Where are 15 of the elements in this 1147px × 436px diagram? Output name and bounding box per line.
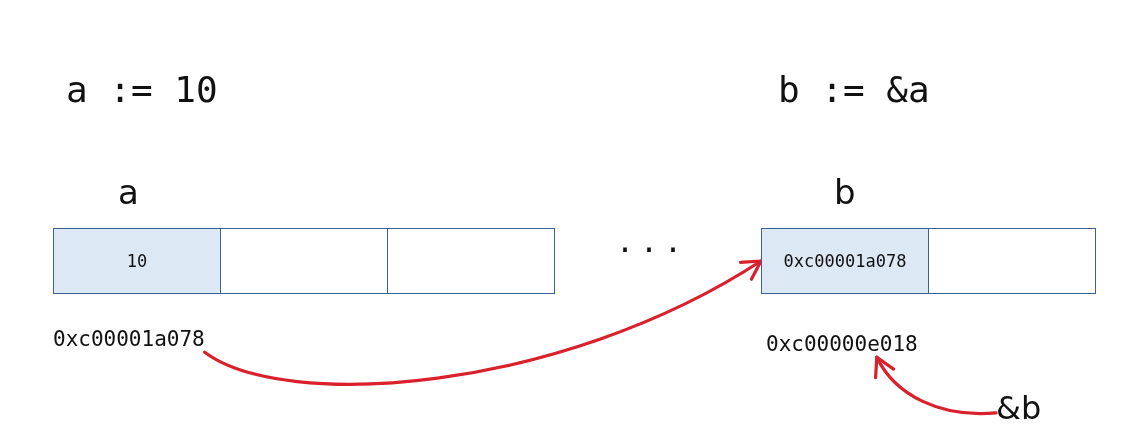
ellipsis: ... <box>616 224 689 260</box>
memory-cell: 10 <box>53 228 221 294</box>
memory-cell: 0xc00001a078 <box>761 228 929 294</box>
address-of-expression: &b <box>996 389 1042 428</box>
address-label: 0xc00001a078 <box>53 327 205 353</box>
curved-arrow <box>875 355 998 416</box>
curved-arrow <box>203 259 763 386</box>
assignment-statement: a := 10 <box>66 68 218 112</box>
variable-name: b <box>834 172 856 213</box>
assignment-statement: b := &a <box>778 68 930 112</box>
memory-cell <box>387 228 555 294</box>
address-label: 0xc00000e018 <box>766 332 918 358</box>
memory-cell <box>220 228 388 294</box>
memory-cell <box>928 228 1096 294</box>
variable-name: a <box>118 172 139 213</box>
